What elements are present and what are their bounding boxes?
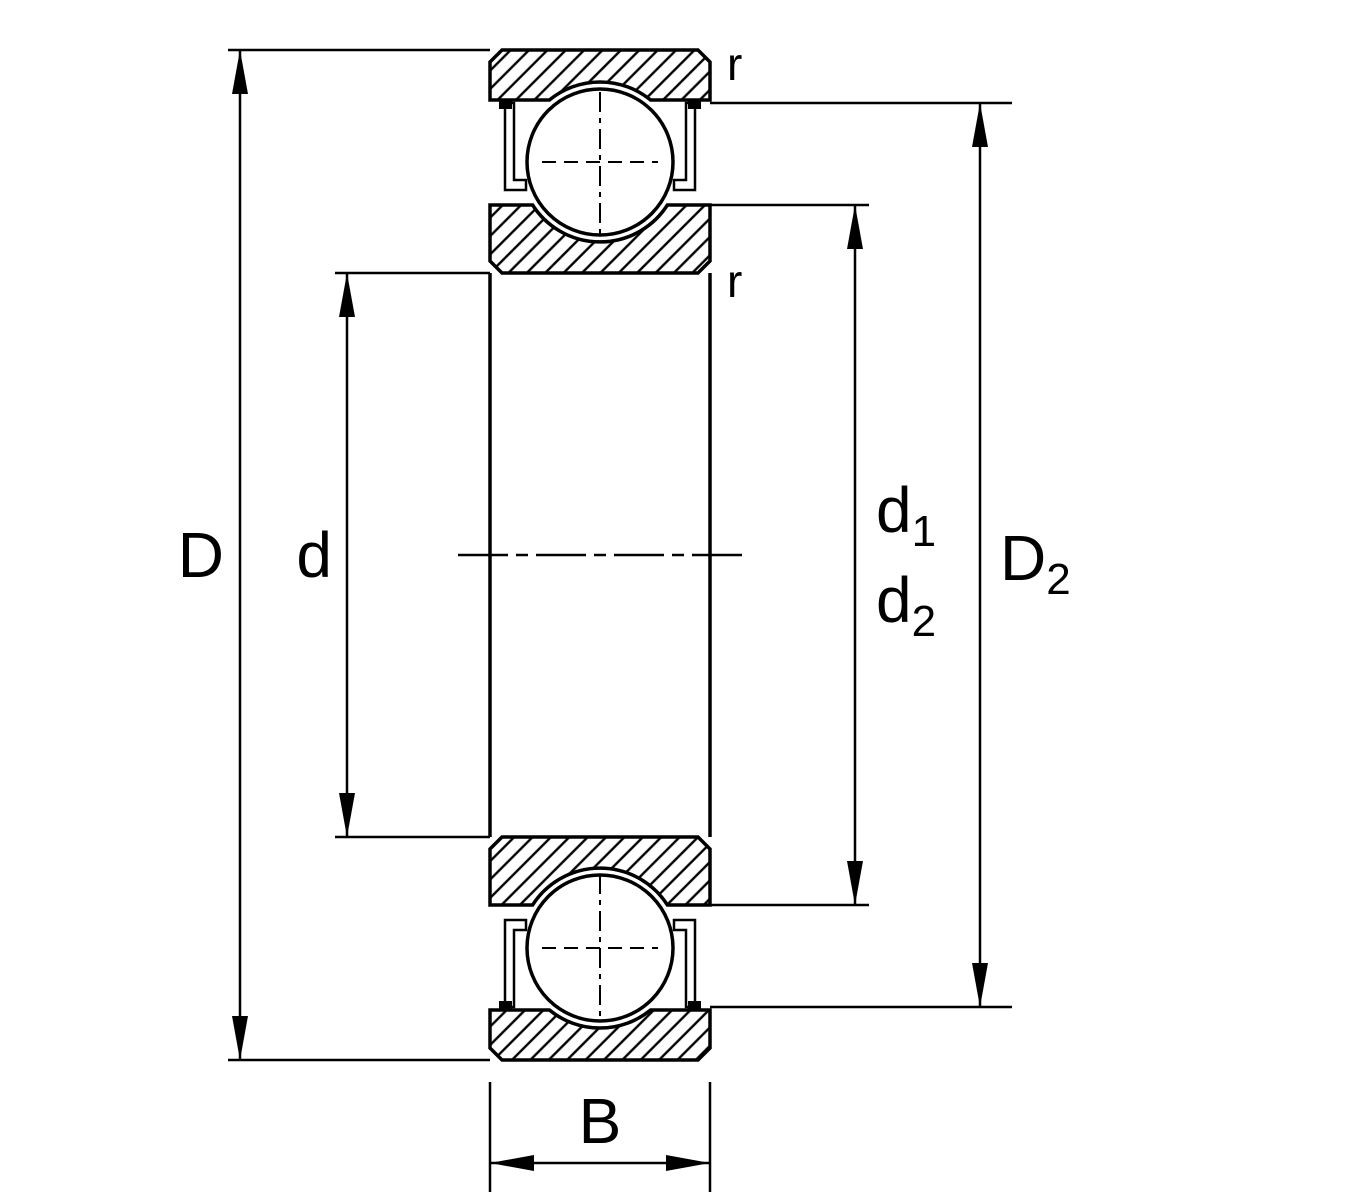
dimension-outer-diameter-D: D — [178, 48, 490, 1062]
label-B: B — [579, 1085, 622, 1157]
arrowhead-D-top — [232, 50, 248, 94]
inner-ring-bottom-section — [488, 835, 712, 907]
arrowhead-d-bottom — [339, 793, 355, 837]
dimension-width-B: B — [488, 1082, 712, 1192]
label-d2-sub: 2 — [912, 597, 936, 646]
dimension-bore-diameter-d: d — [296, 271, 490, 839]
outer-ring-top-section — [488, 48, 712, 102]
label-D2: D2 — [1000, 522, 1071, 604]
label-D2-sub: 2 — [1046, 555, 1070, 604]
label-D-main: D — [178, 519, 224, 591]
arrowhead-d-top — [339, 273, 355, 317]
label-d2: d2 — [876, 564, 936, 646]
shield-top-right — [672, 101, 697, 192]
label-d2-main: d — [876, 564, 912, 636]
label-D2-main: D — [1000, 522, 1046, 594]
bearing-section — [458, 48, 744, 1062]
shield-bottom-left — [503, 918, 528, 1009]
arrowhead-D2-top — [972, 103, 988, 147]
label-d1: d1 — [876, 474, 936, 556]
shield-anchor-top-left — [499, 100, 512, 109]
label-r-inner: r — [727, 255, 742, 307]
label-d-main: d — [296, 519, 332, 591]
shield-anchor-bottom-left — [499, 1001, 512, 1010]
label-d1-main: d — [876, 474, 912, 546]
shield-anchor-top-right — [688, 100, 701, 109]
label-r-outer: r — [727, 38, 742, 90]
label-D: D — [178, 519, 224, 591]
shield-bottom-right — [672, 918, 697, 1009]
arrowhead-d1d2-top — [847, 205, 863, 249]
arrowhead-B-right — [666, 1155, 710, 1171]
chamfer-labels: r r — [727, 38, 742, 307]
arrowhead-B-left — [490, 1155, 534, 1171]
label-d1-sub: 1 — [912, 507, 936, 556]
shield-anchor-bottom-right — [688, 1001, 701, 1010]
label-d: d — [296, 519, 332, 591]
arrowhead-d1d2-bottom — [847, 861, 863, 905]
outer-ring-bottom-section — [488, 1008, 712, 1062]
arrowhead-D-bottom — [232, 1016, 248, 1060]
shield-top-left — [503, 101, 528, 192]
label-B-main: B — [579, 1085, 622, 1157]
dimension-recess-D2: D2 — [710, 101, 1071, 1009]
inner-ring-top-section — [488, 203, 712, 275]
arrowhead-D2-bottom — [972, 963, 988, 1007]
dimension-shoulder-d1-d2: d1 d2 — [710, 203, 936, 907]
